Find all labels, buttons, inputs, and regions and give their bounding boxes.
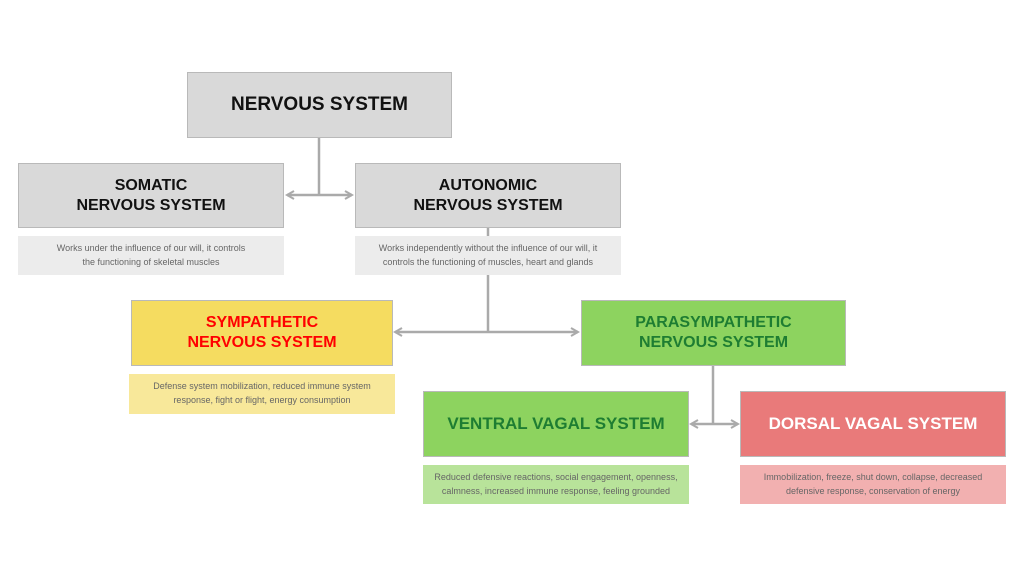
node-somatic: SOMATIC NERVOUS SYSTEM: [18, 163, 284, 228]
node-sympathetic: SYMPATHETIC NERVOUS SYSTEM: [131, 300, 393, 366]
node-autonomic-description: Works independently without the influenc…: [355, 236, 621, 275]
node-nervous-system: NERVOUS SYSTEM: [187, 72, 452, 138]
node-dorsal-vagal-description: Immobilization, freeze, shut down, colla…: [740, 465, 1006, 504]
node-title: SYMPATHETIC NERVOUS SYSTEM: [187, 314, 337, 351]
node-sympathetic-description: Defense system mobilization, reduced imm…: [129, 374, 395, 414]
node-parasympathetic: PARASYMPATHETIC NERVOUS SYSTEM: [581, 300, 846, 366]
node-title: DORSAL VAGAL SYSTEM: [768, 414, 978, 434]
node-somatic-description: Works under the influence of our will, i…: [18, 236, 284, 275]
node-title: SOMATIC NERVOUS SYSTEM: [76, 176, 226, 214]
node-autonomic: AUTONOMIC NERVOUS SYSTEM: [355, 163, 621, 228]
node-title: NERVOUS SYSTEM: [230, 94, 409, 116]
node-ventral-vagal: VENTRAL VAGAL SYSTEM: [423, 391, 689, 457]
node-title: VENTRAL VAGAL SYSTEM: [447, 414, 665, 434]
node-ventral-vagal-description: Reduced defensive reactions, social enga…: [423, 465, 689, 504]
node-title: AUTONOMIC NERVOUS SYSTEM: [413, 176, 563, 214]
node-dorsal-vagal: DORSAL VAGAL SYSTEM: [740, 391, 1006, 457]
node-title: PARASYMPATHETIC NERVOUS SYSTEM: [635, 314, 792, 351]
